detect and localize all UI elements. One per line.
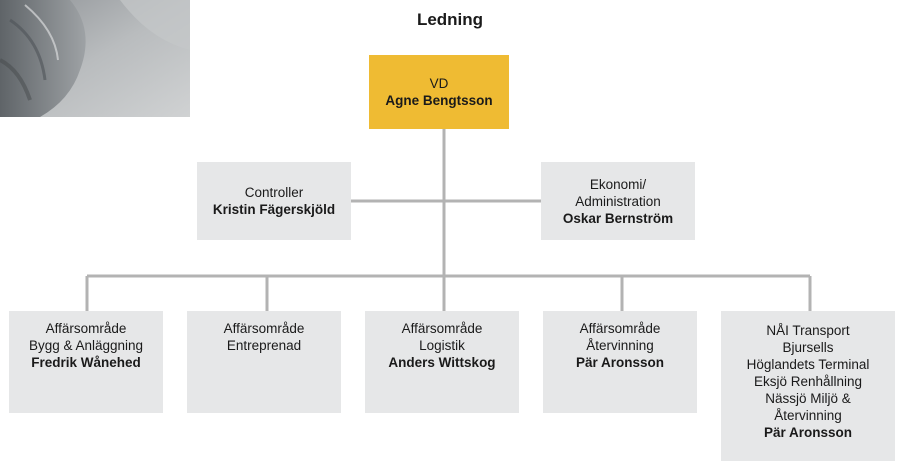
controller-role: Controller bbox=[244, 185, 304, 200]
unit-box-entreprenad: Affärsområde Entreprenad bbox=[187, 311, 341, 413]
ceo-name: Agne Bengtsson bbox=[385, 93, 493, 108]
unit-manager-name: Fredrik Wånehed bbox=[31, 355, 141, 370]
unit-line2: Logistik bbox=[419, 338, 465, 353]
ceo-role: VD bbox=[429, 76, 449, 91]
unit-box-logistik: Affärsområde Logistik Anders Wittskog bbox=[365, 311, 519, 413]
portrait-photo bbox=[0, 0, 190, 117]
finance-name: Oskar Bernström bbox=[562, 210, 674, 226]
unit-line2: Bjursells bbox=[782, 340, 834, 355]
unit-line1: Affärsområde bbox=[45, 321, 127, 336]
unit-line1: NÅI Transport bbox=[766, 323, 850, 338]
finance-role-line2: Administration bbox=[575, 193, 661, 209]
unit-box-subsidiaries: NÅI Transport Bjursells Höglandets Termi… bbox=[721, 311, 895, 461]
unit-manager-name: Pär Aronsson bbox=[575, 355, 665, 370]
unit-manager-name: Anders Wittskog bbox=[388, 355, 496, 370]
unit-line2: Entreprenad bbox=[226, 338, 302, 353]
chart-heading: Ledning bbox=[416, 10, 484, 29]
unit-line1: Affärsområde bbox=[223, 321, 305, 336]
unit-line2: Återvinning bbox=[586, 338, 654, 353]
unit-line4: Eksjö Renhållning bbox=[753, 374, 863, 389]
unit-line1: Affärsområde bbox=[401, 321, 483, 336]
ceo-box: VD Agne Bengtsson bbox=[369, 55, 509, 129]
unit-box-bygg: Affärsområde Bygg & Anläggning Fredrik W… bbox=[9, 311, 163, 413]
finance-box: Ekonomi/ Administration Oskar Bernström bbox=[541, 162, 695, 240]
unit-line5: Nässjö Miljö & bbox=[765, 391, 851, 406]
unit-line2: Bygg & Anläggning bbox=[28, 338, 144, 353]
unit-line6: Återvinning bbox=[774, 408, 842, 423]
unit-box-atervinning: Affärsområde Återvinning Pär Aronsson bbox=[543, 311, 697, 413]
finance-role-line1: Ekonomi/ bbox=[589, 176, 647, 192]
controller-box: Controller Kristin Fägerskjöld bbox=[197, 162, 351, 240]
unit-line3: Höglandets Terminal bbox=[746, 357, 870, 372]
unit-line1: Affärsområde bbox=[579, 321, 661, 336]
controller-name: Kristin Fägerskjöld bbox=[212, 202, 336, 217]
unit-manager-name: Pär Aronsson bbox=[763, 425, 853, 440]
